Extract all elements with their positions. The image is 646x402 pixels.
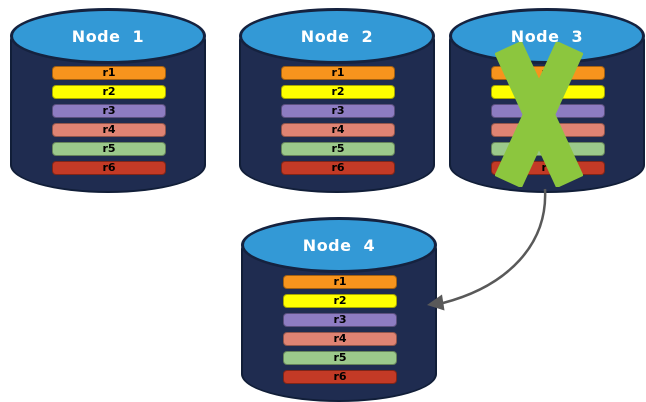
node-label: Node 1 bbox=[71, 26, 145, 46]
node-1: Node 1 r1 r2 r3 r4 r5 r6 bbox=[10, 8, 206, 193]
record-bar: r4 bbox=[283, 332, 397, 346]
record-bar: r6 bbox=[283, 370, 397, 384]
record-bar: r3 bbox=[52, 104, 166, 118]
record-bar: r4 bbox=[281, 123, 395, 137]
record-list: r1 r2 r3 r4 r5 r6 bbox=[281, 66, 395, 180]
node-label: Node 4 bbox=[302, 235, 376, 255]
node-2: Node 2 r1 r2 r3 r4 r5 r6 bbox=[239, 8, 435, 193]
record-bar: r5 bbox=[281, 142, 395, 156]
record-bar: r1 bbox=[281, 66, 395, 80]
node-label: Node 3 bbox=[510, 26, 584, 46]
record-bar: r3 bbox=[283, 313, 397, 327]
record-bar: r4 bbox=[52, 123, 166, 137]
node-label: Node 2 bbox=[300, 26, 374, 46]
cylinder-top: Node 4 bbox=[241, 217, 437, 273]
record-bar: r1 bbox=[283, 275, 397, 289]
record-bar: r2 bbox=[281, 85, 395, 99]
record-bar: r5 bbox=[283, 351, 397, 365]
cylinder-top: Node 1 bbox=[10, 8, 206, 64]
cylinder-top: Node 2 bbox=[239, 8, 435, 64]
record-bar: r2 bbox=[283, 294, 397, 308]
arrow-curve bbox=[442, 188, 547, 305]
record-bar: r6 bbox=[281, 161, 395, 175]
record-list: r1 r2 r3 r4 r5 r6 bbox=[52, 66, 166, 180]
record-bar: r2 bbox=[52, 85, 166, 99]
cylinder-top: Node 3 bbox=[449, 8, 645, 64]
record-bar: r3 bbox=[281, 104, 395, 118]
node-3: Node 3 r1 r2 r3 r4 r5 r6 bbox=[449, 8, 645, 193]
node-4: Node 4 r1 r2 r3 r4 r5 r6 bbox=[241, 217, 437, 402]
record-bar: r6 bbox=[52, 161, 166, 175]
record-bar: r1 bbox=[52, 66, 166, 80]
failure-x-icon bbox=[495, 42, 583, 187]
record-list: r1 r2 r3 r4 r5 r6 bbox=[283, 275, 397, 389]
record-bar: r5 bbox=[52, 142, 166, 156]
